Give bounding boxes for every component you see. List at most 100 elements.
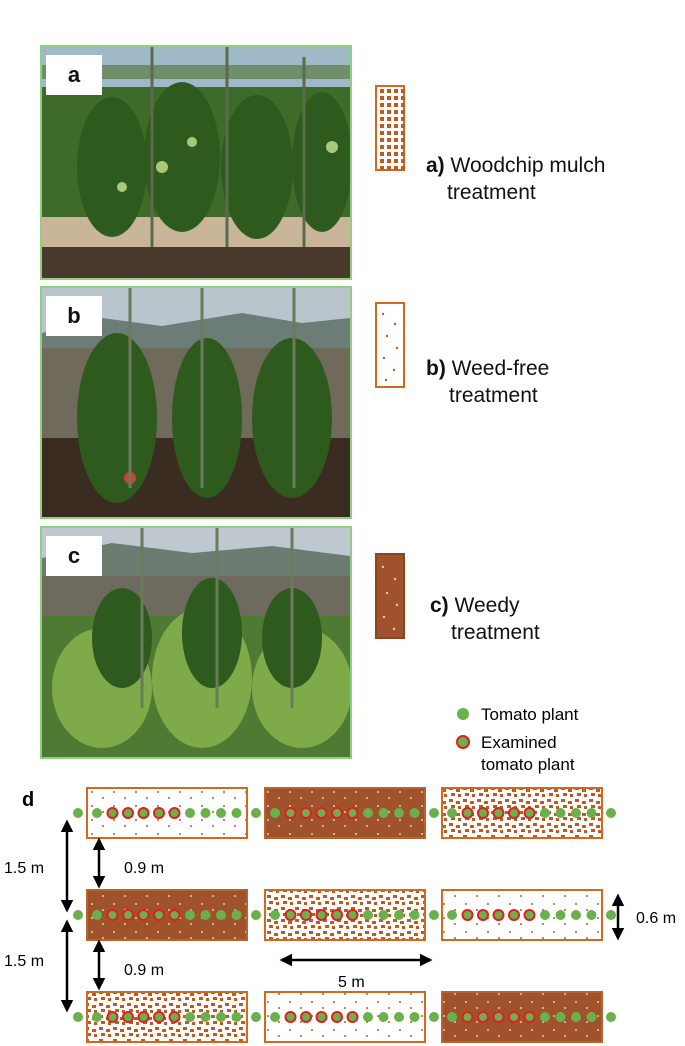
tomato-plant bbox=[586, 1012, 597, 1022]
tomato-plant bbox=[409, 1012, 420, 1022]
examined-tomato-plant bbox=[106, 909, 119, 921]
tomato-plant bbox=[378, 808, 389, 818]
tomato-plant bbox=[92, 1012, 102, 1022]
tomato-plant bbox=[270, 910, 280, 920]
tomato-plant bbox=[571, 808, 581, 818]
tomato-plant bbox=[363, 910, 373, 920]
examined-tomato-plant bbox=[168, 1011, 181, 1023]
tomato-plant bbox=[571, 1012, 581, 1022]
examined-tomato-plant bbox=[331, 909, 343, 921]
tomato-plant bbox=[394, 1012, 404, 1022]
tomato-plant bbox=[571, 910, 581, 920]
label-woodchip-line2: treatment bbox=[447, 181, 536, 204]
examined-tomato-plant bbox=[122, 909, 134, 921]
examined-tomato-plant bbox=[315, 1011, 328, 1023]
plot-length-label: 5 m bbox=[338, 974, 365, 991]
tomato-plant bbox=[555, 808, 566, 818]
examined-tomato-plant bbox=[284, 1011, 297, 1023]
tomato-plant bbox=[216, 1012, 226, 1022]
woodchip-field-photo bbox=[42, 47, 350, 278]
examined-tomato-plant bbox=[168, 807, 181, 819]
tomato-plant bbox=[555, 1012, 566, 1022]
examined-tomato-plant bbox=[492, 807, 505, 819]
tomato-plant bbox=[216, 808, 226, 818]
tomato-plant bbox=[447, 808, 457, 818]
examined-tomato-plant bbox=[461, 909, 474, 921]
plot-width-label: 0.6 m bbox=[636, 910, 676, 927]
label-weedy: c) Weedy bbox=[430, 593, 520, 619]
tomato-plant bbox=[606, 808, 616, 818]
examined-tomato-plant bbox=[315, 909, 328, 921]
tomato-plant bbox=[606, 1012, 616, 1022]
legend-plant-dot bbox=[457, 708, 469, 720]
examined-tomato-plant bbox=[492, 1011, 505, 1023]
tomato-plant bbox=[92, 910, 102, 920]
panel-tag-d: d bbox=[22, 789, 34, 811]
tomato-plant bbox=[185, 1012, 195, 1022]
examined-tomato-plant bbox=[461, 807, 474, 819]
label-woodchip-letter: a) bbox=[426, 154, 445, 177]
tomato-plant bbox=[555, 910, 566, 920]
examined-tomato-plant bbox=[477, 807, 489, 819]
examined-tomato-plant bbox=[153, 909, 165, 921]
tomato-plant bbox=[200, 808, 211, 818]
label-weedy-line2: treatment bbox=[451, 621, 540, 644]
tomato-plant bbox=[231, 1012, 242, 1022]
photo-weedy: c bbox=[40, 526, 352, 759]
tomato-plant bbox=[394, 910, 404, 920]
tomato-plant bbox=[429, 910, 439, 920]
examined-tomato-plant bbox=[153, 1011, 165, 1023]
tomato-plant bbox=[270, 1012, 280, 1022]
tomato-plant bbox=[540, 910, 550, 920]
examined-tomato-plant bbox=[122, 1011, 134, 1023]
tomato-plant bbox=[540, 1012, 550, 1022]
label-woodchip: a) Woodchip mulch bbox=[426, 153, 605, 179]
tomato-plant bbox=[92, 808, 102, 818]
legend-examined-dot bbox=[456, 735, 470, 749]
examined-tomato-plant bbox=[153, 807, 165, 819]
examined-tomato-plant bbox=[137, 807, 150, 819]
tomato-plant bbox=[73, 808, 83, 818]
tomato-plant bbox=[394, 808, 404, 818]
tomato-plant bbox=[378, 1012, 389, 1022]
gap-label-1: 0.9 m bbox=[124, 860, 164, 877]
tomato-plant bbox=[73, 1012, 83, 1022]
tomato-plant bbox=[270, 808, 280, 818]
legend-examined-label-2: tomato plant bbox=[481, 755, 575, 774]
tomato-plant bbox=[185, 808, 195, 818]
examined-tomato-plant bbox=[284, 807, 297, 819]
tomato-plant bbox=[251, 808, 261, 818]
plot-grid bbox=[73, 787, 616, 1043]
label-weedy-line1: Weedy bbox=[454, 594, 520, 617]
legend-plant-label: Tomato plant bbox=[481, 705, 579, 724]
examined-tomato-plant bbox=[492, 909, 505, 921]
row-spacing-label-1: 1.5 m bbox=[4, 860, 44, 877]
tomato-plant bbox=[409, 910, 420, 920]
tomato-plant bbox=[251, 1012, 261, 1022]
tomato-plant bbox=[231, 808, 242, 818]
label-weedy-letter: c) bbox=[430, 594, 449, 617]
tomato-plant bbox=[231, 910, 242, 920]
examined-tomato-plant bbox=[508, 1011, 520, 1023]
examined-tomato-plant bbox=[461, 1011, 474, 1023]
tomato-plant bbox=[200, 910, 211, 920]
weedy-field-photo bbox=[42, 528, 350, 757]
examined-tomato-plant bbox=[523, 807, 536, 819]
examined-tomato-plant bbox=[346, 909, 359, 921]
legend-examined-label-1: Examined bbox=[481, 733, 557, 752]
label-woodchip-line1: Woodchip mulch bbox=[450, 154, 606, 177]
examined-tomato-plant bbox=[300, 807, 312, 819]
tomato-plant bbox=[429, 1012, 439, 1022]
examined-tomato-plant bbox=[106, 807, 119, 819]
tomato-plant bbox=[200, 1012, 211, 1022]
examined-tomato-plant bbox=[508, 807, 520, 819]
tomato-plant bbox=[540, 808, 550, 818]
examined-tomato-plant bbox=[331, 1011, 343, 1023]
label-weedfree-line1: Weed-free bbox=[451, 357, 550, 380]
tomato-plant bbox=[363, 1012, 373, 1022]
tomato-plant bbox=[185, 910, 195, 920]
weedfree-swatch bbox=[375, 302, 405, 388]
plot-layout-diagram: d Tomato plant Examined tomato plant 1.5… bbox=[4, 705, 676, 1043]
examined-tomato-plant bbox=[284, 909, 297, 921]
examined-tomato-plant bbox=[137, 909, 150, 921]
